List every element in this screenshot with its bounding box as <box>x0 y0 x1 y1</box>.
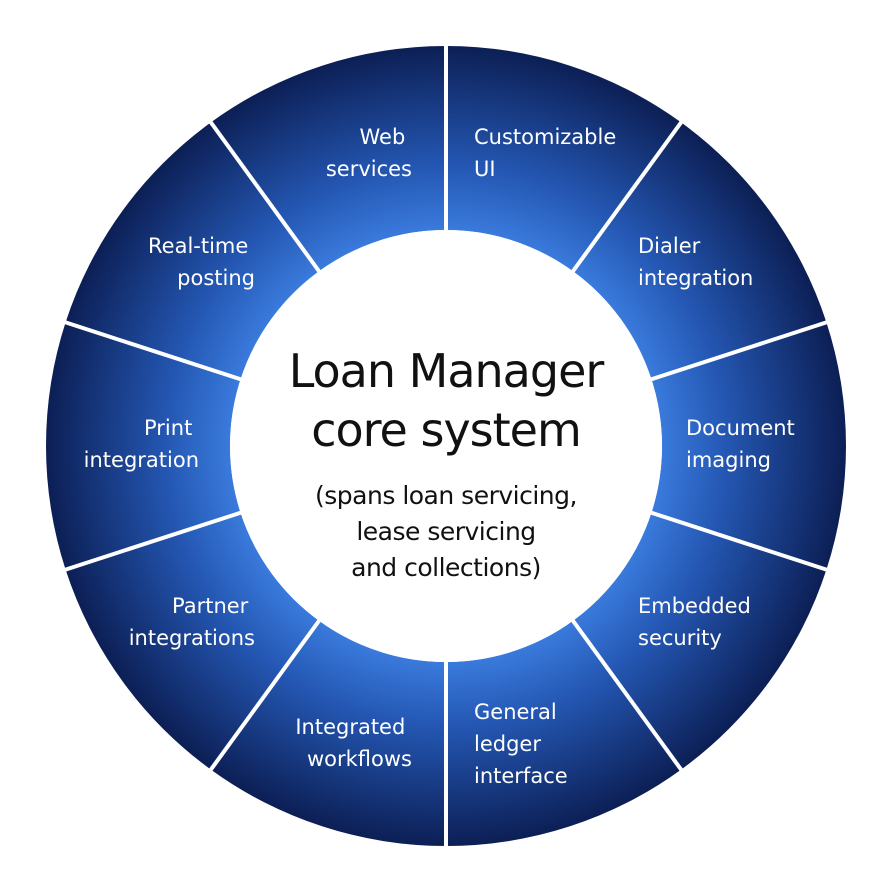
ring-segment <box>446 620 682 846</box>
ring-segment <box>46 322 241 570</box>
segment-label-integrated-workflows: Integrated workflows <box>295 715 412 771</box>
segment-divider <box>208 617 322 773</box>
segment-label-general-ledger-interface: General ledger interface <box>474 700 568 788</box>
segment-divider <box>648 510 829 573</box>
center-title-line-2: core system <box>311 403 581 457</box>
segment-labels: Customizable UI Dialer integration Docum… <box>84 125 801 788</box>
segment-label-customizable-ui: Customizable UI <box>474 125 623 181</box>
segment-divider <box>570 119 684 275</box>
ring-segment <box>210 46 446 272</box>
segment-label-print-integration: Print integration <box>84 416 199 472</box>
center-hub <box>230 230 662 662</box>
center-title-line-1: Loan Manager <box>289 344 605 398</box>
segment-label-partner-integrations: Partner integrations <box>129 594 255 650</box>
segment-divider <box>208 119 322 275</box>
center-subtitle-line-3: and collections) <box>351 553 541 582</box>
segment-label-real-time-posting: Real-time posting <box>148 234 255 290</box>
segment-divider <box>63 510 244 573</box>
segment-label-embedded-security: Embedded security <box>638 594 758 650</box>
segment-divider <box>570 617 684 773</box>
ring-segment <box>446 46 682 272</box>
segment-label-document-imaging: Document imaging <box>686 416 801 472</box>
center-text: Loan Manager core system (spans loan ser… <box>289 344 606 582</box>
segment-label-web-services: Web services <box>326 125 412 181</box>
center-subtitle-line-1: (spans loan servicing, <box>315 481 577 510</box>
center-subtitle-line-2: lease servicing <box>356 517 535 546</box>
segment-dividers <box>63 44 829 848</box>
segment-label-dialer-integration: Dialer integration <box>638 234 753 290</box>
ring-segment <box>651 322 846 570</box>
ring-segment <box>210 620 446 846</box>
segment-divider <box>63 319 244 382</box>
segment-divider <box>648 319 829 382</box>
